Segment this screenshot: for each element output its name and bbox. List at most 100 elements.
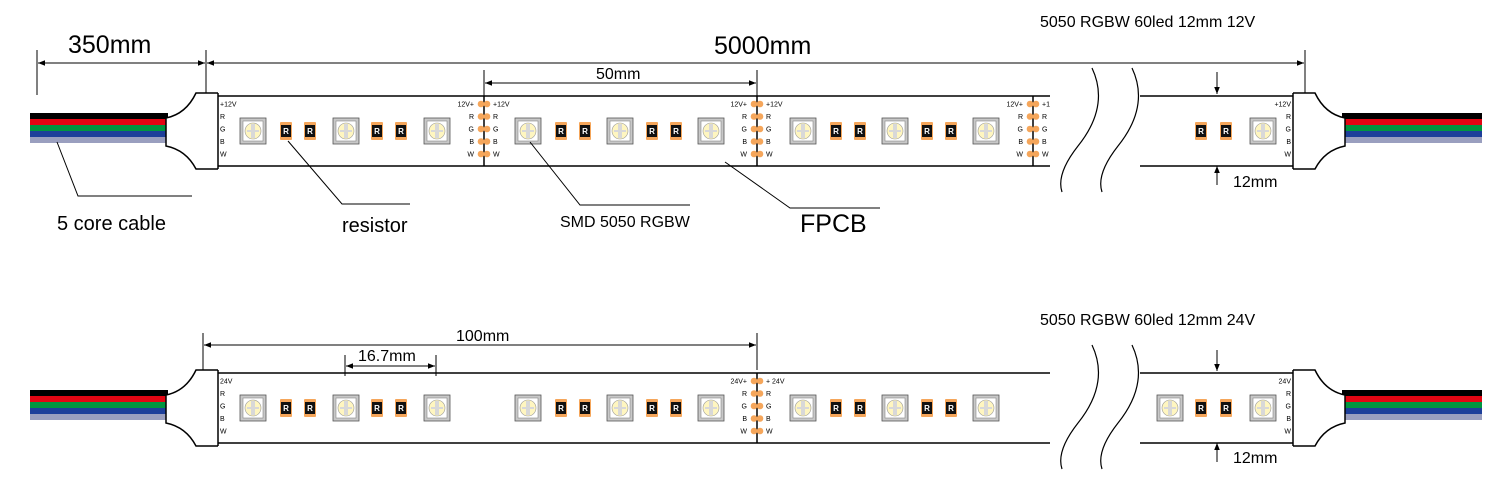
solder-pad [750,125,758,133]
solder-pad [477,150,485,158]
end-pad-label: B [1286,139,1291,146]
end-pad-label: B [220,416,225,423]
resistor-body [281,402,291,414]
led-die [1257,130,1269,132]
resistor-marking: R [283,404,289,413]
led-die [797,407,809,409]
pad-label: +12V [493,102,510,109]
solder-pad [756,402,764,410]
solder-pad [756,150,764,158]
cable-wire [30,414,168,420]
pad-label: W [493,152,500,159]
pad-label: W [766,429,773,436]
resistor-marking: R [833,404,839,413]
end-cap-right [1293,92,1346,170]
pad-label: 12V+ [1006,102,1023,109]
resistor-body [372,125,382,137]
pad-label: W [766,152,773,159]
solder-pad [756,138,764,145]
pad-label: 12V+ [457,102,474,109]
pad-label: +12V [766,102,783,109]
cable-wire [1342,402,1482,408]
led-callout-label: SMD 5050 RGBW [560,214,691,231]
led-die [247,130,259,132]
led-die [705,407,717,409]
pad-label: G [742,127,747,134]
solder-pad [483,113,491,120]
end-pad-label: W [1284,152,1291,159]
width-label-12v: 12mm [1233,174,1277,191]
cut-length-label: 100mm [456,328,509,345]
pad-label: + 24V [766,379,785,386]
resistor-marking: R [307,127,313,136]
resistor-marking: R [649,127,655,136]
resistor-body [580,402,590,414]
resistor-marking: R [307,404,313,413]
pad-label: G [1018,127,1023,134]
end-pad-label: +12V [1274,102,1291,109]
resistor-body [305,125,315,137]
pitch-label: 16.7mm [358,348,416,365]
pad-label: W [1042,152,1049,159]
spec-label-24v: 5050 RGBW 60led 12mm 24V [1040,312,1256,329]
resistor-marking: R [924,404,930,413]
led-die [889,407,901,409]
resistor-body [855,125,865,137]
solder-pad [750,390,758,397]
break-line [1100,67,1139,193]
resistor-body [671,125,681,137]
solder-pad [1032,138,1040,145]
cable-wire [1342,113,1482,119]
solder-pad [1026,138,1034,145]
solder-pad [756,100,764,108]
pad-label: B [1018,139,1023,146]
led-die [340,130,352,132]
pad-label: W [467,152,474,159]
resistor-marking: R [649,404,655,413]
pad-label: B [1042,139,1047,146]
resistor-body [305,402,315,414]
cable-wire [30,113,168,119]
resistor-body [1196,125,1206,137]
resistor-body [372,402,382,414]
end-pad-label: R [1286,114,1291,121]
resistor-body [946,402,956,414]
pad-label: R [1042,114,1047,121]
solder-pad [750,415,758,422]
solder-pad [756,377,764,385]
led-die [1257,407,1269,409]
end-pad-label: 24V [220,379,233,386]
end-pad-label: R [1286,391,1291,398]
solder-pad [1032,150,1040,158]
width-label-24v: 12mm [1233,450,1277,467]
end-pad-label: G [1286,127,1291,134]
resistor-marking: R [857,404,863,413]
resistor-marking: R [398,127,404,136]
led-die [980,407,992,409]
cable-wire [30,408,168,414]
cable-wire [1342,119,1482,125]
resistor-body [946,125,956,137]
pad-label: G [493,127,498,134]
led-die [522,407,534,409]
solder-pad [1032,113,1040,120]
break-mask [1050,371,1140,447]
resistor-body [556,402,566,414]
end-pad-label: G [1286,404,1291,411]
led-leader [529,141,690,206]
pad-label: W [1016,152,1023,159]
solder-pad [1032,125,1040,133]
resistor-body [396,402,406,414]
led-die [431,130,443,132]
resistor-marking: R [857,127,863,136]
led-die [614,130,626,132]
solder-pad [483,125,491,133]
pad-label: R [493,114,498,121]
cable-wire [30,119,168,125]
cable-wire [30,131,168,137]
solder-pad [750,150,758,158]
solder-pad [750,427,758,435]
pad-label: G [1042,127,1047,134]
solder-pad [756,113,764,120]
